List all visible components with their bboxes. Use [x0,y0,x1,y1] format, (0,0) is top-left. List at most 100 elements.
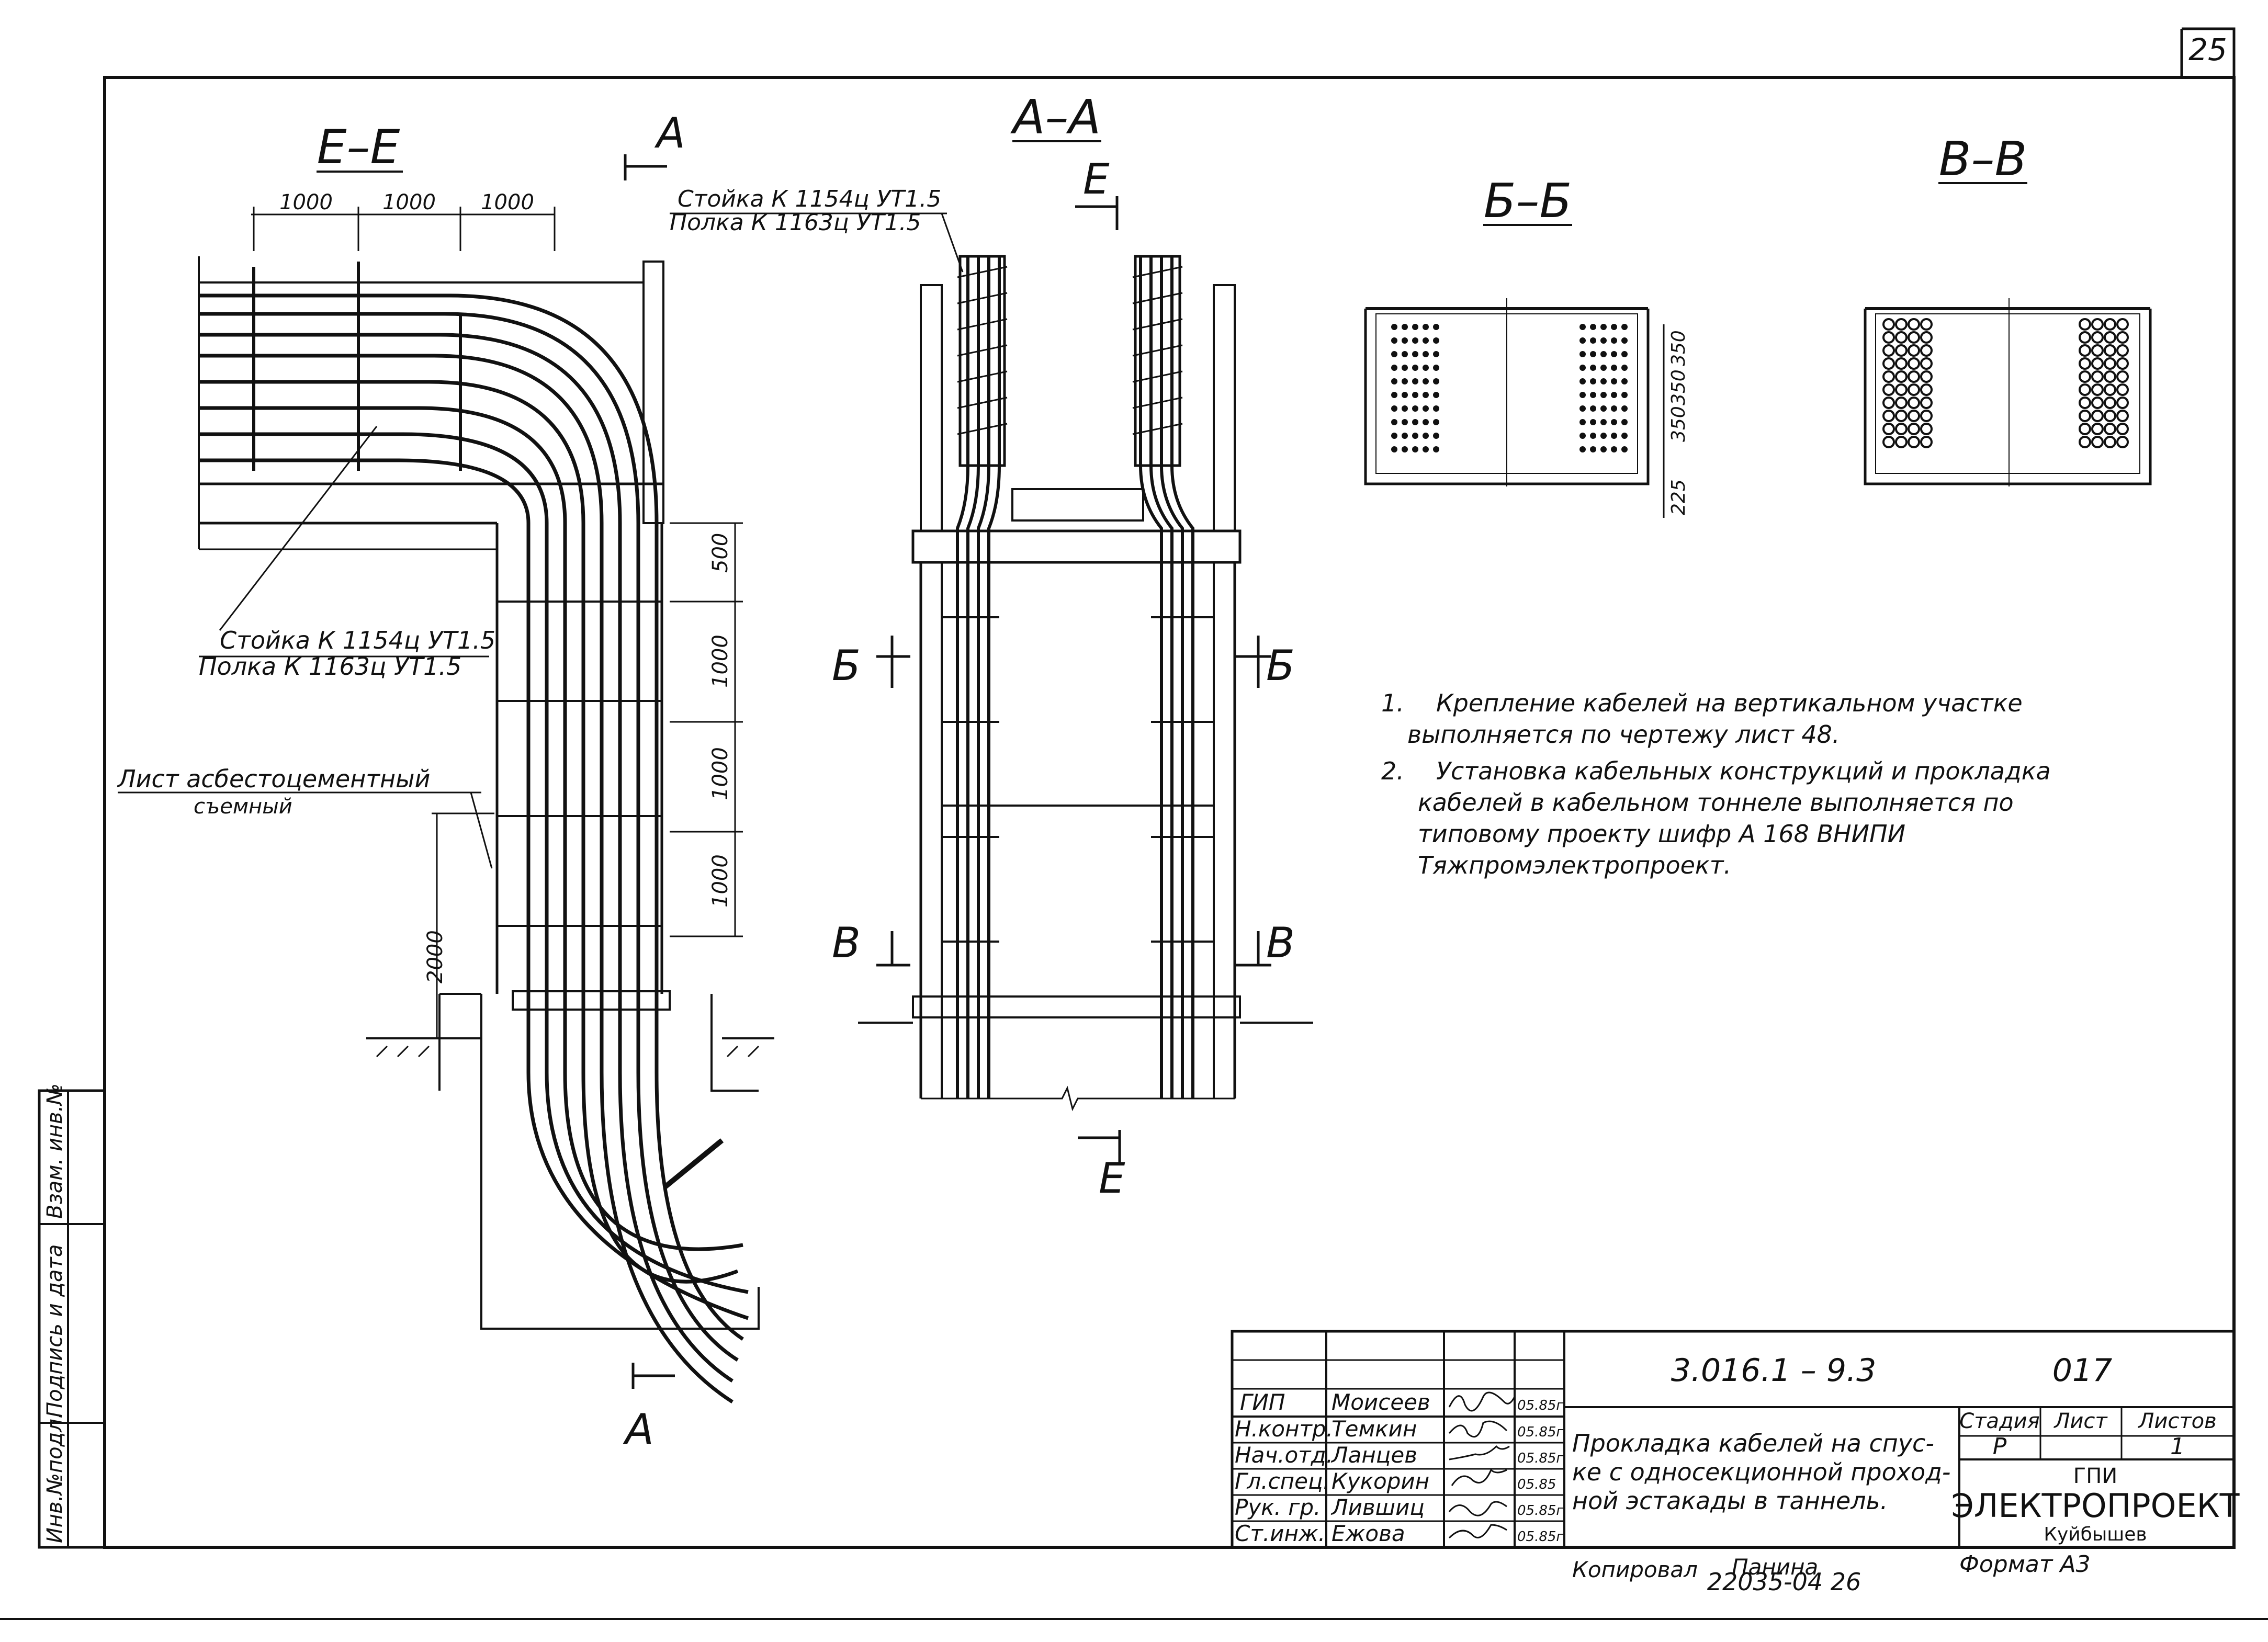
cable-section [1433,419,1439,425]
cable-section [1920,383,1933,396]
cable-section [1621,337,1628,344]
cable-section [1611,337,1617,344]
cable-section [2079,318,2091,331]
cable-section [2116,423,2129,435]
view-ee-dim-top-1: 1000 [279,190,333,214]
cable-section [1412,337,1418,344]
cable-section [1590,446,1596,452]
cable-section [1423,446,1429,452]
cable-section [1600,433,1607,439]
cable-section [1908,357,1920,370]
view-aa-mark-b-left: Б [832,641,861,690]
view-ee-callout2-line1: Лист асбестоцементный [117,765,430,793]
cable-section [1579,378,1586,384]
cable-section [1579,405,1586,412]
cable-section [1412,378,1418,384]
cable-section [1590,433,1596,439]
cable-section [1402,392,1408,398]
view-vv-cables-left [1882,318,1933,448]
org-line-1: ГПИ [2073,1464,2117,1488]
cable-section [1621,392,1628,398]
cable-section [1908,318,1920,331]
cable-section [1579,365,1586,371]
cable-section [1600,419,1607,425]
cable-section [1590,405,1596,412]
cable-section [2091,318,2104,331]
cable-section [1391,392,1397,398]
view-aa-mark-e-bottom: Е [1099,1154,1125,1203]
sheet-header: Лист [2053,1409,2108,1433]
cable-section [1908,436,1920,448]
view-bb-cables-right [1579,324,1628,452]
cable-section [1402,324,1408,330]
page-number-box [2180,27,2236,77]
cable-section [1391,419,1397,425]
side-stamp-sign: Подпись и дата [43,1244,67,1418]
view-ee-callout1-line1: Стойка К 1154ц УТ1.5 [220,626,495,654]
cable-section [1391,337,1397,344]
cable-section [1600,446,1607,452]
cable-section [1579,419,1586,425]
cable-section [1611,419,1617,425]
cable-section [1433,337,1439,344]
doc-title-line-3: ной эстакады в таннель. [1572,1487,1888,1515]
cable-section [1600,392,1607,398]
archive-number: 22035-04 26 [1707,1568,1861,1596]
cable-section [1433,405,1439,412]
role-5: Рук. гр. [1235,1494,1321,1520]
cable-section [1908,331,1920,344]
cable-section [1895,383,1908,396]
cable-section [2116,383,2129,396]
date-4: 05.85 [1517,1477,1556,1492]
cable-section [1423,405,1429,412]
cable-section [2091,397,2104,409]
doc-title-line-2: ке с односекционной проход- [1572,1458,1951,1486]
cable-section [1590,392,1596,398]
view-ee-mark-a-top: А [654,109,685,157]
cable-section [1621,378,1628,384]
cable-section [2116,331,2129,344]
view-bb-title: Б–Б [1484,174,1572,229]
cable-section [1402,337,1408,344]
name-4: Кукорин [1332,1468,1429,1494]
cable-section [2104,331,2116,344]
cable-section [1920,357,1933,370]
note-2-line-4: Тяжпромэлектропроект. [1418,851,1731,879]
cable-section [2116,436,2129,448]
cable-section [2116,410,2129,422]
cable-section [1412,351,1418,357]
cable-section [1600,351,1607,357]
cable-section [2104,370,2116,383]
role-1: ГИП [1240,1389,1285,1415]
cable-section [2091,423,2104,435]
cable-section [1433,433,1439,439]
cable-section [1423,351,1429,357]
cable-section [1908,410,1920,422]
cable-section [1895,397,1908,409]
cable-section [1908,383,1920,396]
side-stamp-replace: Взам. инв.№ [43,1083,67,1219]
cable-section [1908,423,1920,435]
cable-section [1621,324,1628,330]
date-2: 05.85г [1517,1424,1563,1440]
signatures [1448,1391,1516,1539]
view-ee-dim-2000: 2000 [423,930,447,983]
name-1: Моисеев [1332,1389,1430,1415]
note-2-line-3: типовому проекту шифр А 168 ВНИПИ [1418,820,1905,848]
cable-section [1423,365,1429,371]
view-ee-mark-a-bottom: А [623,1405,654,1454]
view-ee-dim-top-2: 1000 [382,190,436,214]
cable-section [1621,446,1628,452]
cable-section [1391,365,1397,371]
cable-section [1423,419,1429,425]
cable-section [1882,331,1895,344]
cable-section [1611,378,1617,384]
cable-section [2079,383,2091,396]
view-ee-dim-side-4: 1000 [708,854,732,908]
cable-section [1579,324,1586,330]
cable-section [1391,433,1397,439]
cable-section [1412,419,1418,425]
view-bb-dim-1: 350 [1668,330,1689,366]
cable-section [2079,436,2091,448]
